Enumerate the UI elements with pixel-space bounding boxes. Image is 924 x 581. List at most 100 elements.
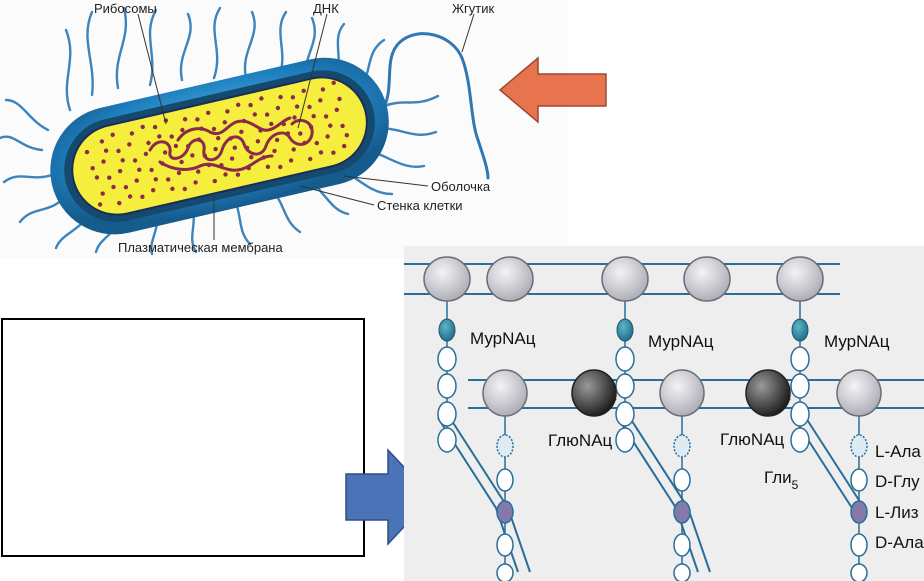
ribosome-dot xyxy=(153,177,158,182)
ribosome-dot xyxy=(101,159,106,164)
ribosome-dot xyxy=(290,95,296,100)
ribosome-dot xyxy=(323,114,329,119)
ribosome-dot xyxy=(103,148,109,153)
ribosome-dot xyxy=(129,131,135,136)
ribosome-dot xyxy=(236,102,241,108)
ribosome-dot xyxy=(120,158,125,163)
top-chain-unit xyxy=(615,401,635,427)
ribosome-dot xyxy=(278,164,283,170)
label-d-ala: D-Ала xyxy=(875,533,924,552)
ribosome-dot xyxy=(117,200,122,206)
label-capsule: Оболочка xyxy=(431,179,491,194)
label-murnac-1: МурNAц xyxy=(470,329,536,348)
ribosome-dot xyxy=(331,150,336,155)
ribosome-dot xyxy=(331,80,336,86)
top-chain-unit xyxy=(437,427,457,453)
empty-text-box xyxy=(1,318,365,557)
ribosome-dot xyxy=(344,133,349,138)
ribosome-dot xyxy=(140,124,145,130)
ribosome-dot xyxy=(151,188,156,193)
ribosome-dot xyxy=(325,134,330,139)
ribosome-dot xyxy=(264,112,270,117)
ribosome-dot xyxy=(196,169,201,174)
ribosome-dot xyxy=(235,172,241,177)
ribosome-dot xyxy=(308,156,313,162)
top-chain-unit xyxy=(437,346,457,372)
ribosome-dot xyxy=(334,107,339,113)
label-murnac-3: МурNAц xyxy=(824,332,890,351)
ribosome-dot xyxy=(123,185,129,190)
ribosome-dot xyxy=(169,134,174,139)
ribosome-dot xyxy=(179,159,184,165)
ribosome-dot xyxy=(275,105,281,111)
leader-lines xyxy=(137,13,475,240)
lower-chain-unit xyxy=(673,500,691,524)
ribosome-dot xyxy=(206,110,211,116)
ribosome-dot xyxy=(314,140,319,146)
top-chain-unit xyxy=(438,318,456,342)
top-chain-unit xyxy=(790,427,810,453)
lower-chain-unit xyxy=(850,434,868,458)
ribosome-dot xyxy=(301,88,306,94)
lower-chain-unit xyxy=(850,533,868,557)
ribosome-dot xyxy=(182,186,187,192)
ribosome-dot xyxy=(248,102,253,108)
ribosome-dot xyxy=(170,186,175,191)
ribosome-dot xyxy=(259,96,264,101)
ribosome-dot xyxy=(213,146,218,152)
ribosome-dot xyxy=(140,194,145,199)
glcnac-lower-2 xyxy=(745,369,791,417)
ribosome-dot xyxy=(278,94,283,100)
cytoplasm xyxy=(71,76,368,216)
ribosome-dot xyxy=(288,158,294,163)
ribosome-dot xyxy=(212,178,217,184)
ribosome-dot xyxy=(166,177,171,182)
ribosome-dot xyxy=(223,172,228,177)
ribosome-dot xyxy=(255,139,261,144)
ribosome-dot xyxy=(320,87,326,92)
ribosome-dot xyxy=(182,117,188,122)
ribosome-dot xyxy=(298,131,303,136)
label-d-glu: D-Глу xyxy=(875,472,920,491)
ribosome-dot xyxy=(97,202,103,207)
ribosome-dot xyxy=(222,120,227,125)
ribosome-dot xyxy=(216,136,221,141)
ribosome-dot xyxy=(342,143,347,149)
murnac-lower-3 xyxy=(836,369,882,417)
ribosome-dot xyxy=(318,150,324,155)
ribosome-dot xyxy=(94,175,100,180)
lower-chain-unit xyxy=(850,500,868,524)
ribosome-dot xyxy=(146,140,151,146)
ribosome-dot xyxy=(132,158,138,163)
ribosome-dot xyxy=(340,123,345,129)
ribosome-dot xyxy=(143,151,149,157)
ribosome-dot xyxy=(173,143,179,149)
ribosome-dot xyxy=(272,148,277,154)
lower-chain-unit xyxy=(496,563,514,581)
ribosome-dot xyxy=(328,123,333,128)
ribosome-dot xyxy=(157,134,162,139)
ribosome-dot xyxy=(134,178,139,183)
ribosome-dot xyxy=(269,121,274,127)
label-flagellum: Жгутик xyxy=(452,1,494,16)
lower-chain-unit xyxy=(496,533,514,557)
ribosome-dot xyxy=(152,124,158,130)
lower-chain-unit xyxy=(496,434,514,458)
top-chain-unit xyxy=(791,318,809,342)
top-chain-unit xyxy=(615,346,635,372)
murnac-lower-1 xyxy=(482,369,528,417)
ribosome-dot xyxy=(195,117,200,122)
ribosome-dot xyxy=(249,155,254,160)
ribosome-dot xyxy=(291,147,296,152)
ribosome-dot xyxy=(252,112,257,117)
lower-peptide-chains xyxy=(496,376,868,581)
ribosome-dot xyxy=(116,148,121,154)
ribosome-dot xyxy=(190,153,195,158)
ribosome-dot xyxy=(137,167,142,172)
sugar-top-2 xyxy=(486,256,534,302)
top-chain-unit xyxy=(790,346,810,372)
label-murnac-2: МурNAц xyxy=(648,332,714,351)
top-chain-unit xyxy=(790,373,810,399)
glcnac-lower-1 xyxy=(571,369,617,417)
ribosome-dot xyxy=(90,166,95,171)
